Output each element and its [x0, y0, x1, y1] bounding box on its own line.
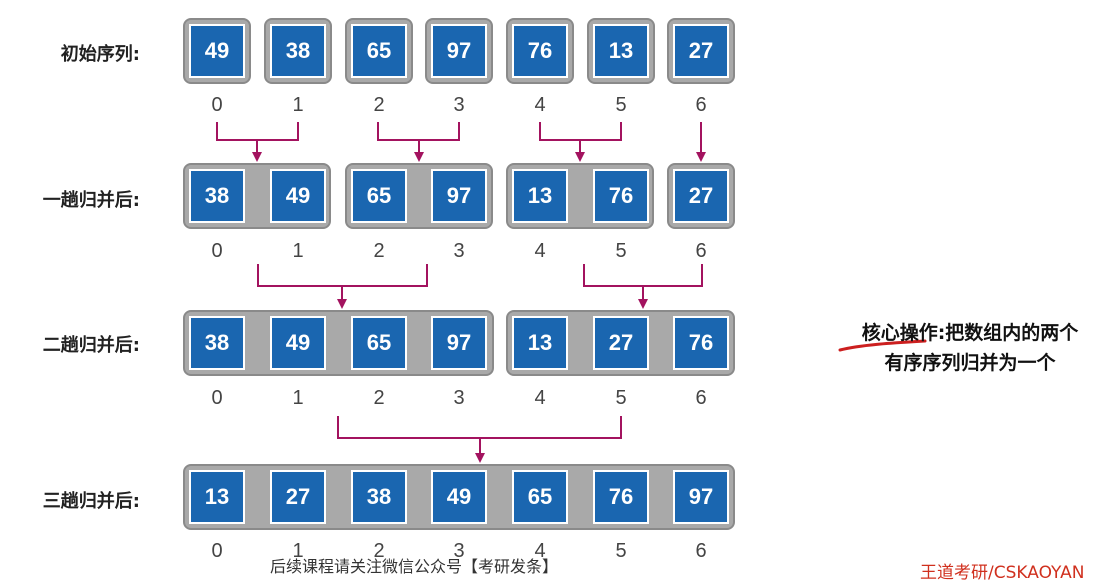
- group-initial-4: 76: [506, 18, 574, 84]
- cell-pass1-1: 49: [270, 169, 326, 223]
- index-label: 1: [292, 540, 304, 562]
- index-label: 0: [211, 540, 223, 562]
- index-label: 6: [695, 94, 707, 116]
- cell-pass2-5: 27: [593, 316, 649, 370]
- index-label: 0: [211, 387, 223, 409]
- cell-pass1-5: 76: [593, 169, 649, 223]
- group-initial-3: 97: [425, 18, 493, 84]
- cell-pass1-2: 65: [351, 169, 407, 223]
- group-initial-5: 13: [587, 18, 655, 84]
- group-initial-6: 27: [667, 18, 735, 84]
- cell-pass3-3: 49: [431, 470, 487, 524]
- index-label: 6: [695, 387, 707, 409]
- group-initial-0: 49: [183, 18, 251, 84]
- cell-initial-0: 49: [189, 24, 245, 78]
- index-label: 1: [292, 94, 304, 116]
- merge-bracket-0-3: [257, 264, 428, 287]
- merge-bracket-4-5: [539, 122, 622, 141]
- group-initial-2: 65: [345, 18, 413, 84]
- index-label: 0: [211, 94, 223, 116]
- merge-bracket-0-6: [337, 416, 622, 439]
- keyword-underline: [838, 339, 927, 352]
- row-label-pass2: 二趟归并后:: [42, 335, 140, 356]
- cell-pass3-4: 65: [512, 470, 568, 524]
- index-label: 6: [695, 240, 707, 262]
- cell-pass2-6: 76: [673, 316, 729, 370]
- index-label: 2: [373, 94, 385, 116]
- footer-wechat-note: 后续课程请关注微信公众号【考研发条】: [270, 557, 559, 576]
- index-label: 3: [453, 240, 465, 262]
- index-label: 6: [695, 540, 707, 562]
- index-label: 2: [373, 540, 385, 562]
- cell-pass3-6: 97: [673, 470, 729, 524]
- index-label: 4: [534, 387, 546, 409]
- index-label: 3: [453, 387, 465, 409]
- cell-pass1-0: 38: [189, 169, 245, 223]
- index-label: 3: [453, 540, 465, 562]
- row-label-initial: 初始序列:: [60, 44, 140, 65]
- row-label-pass3: 三趟归并后:: [42, 491, 140, 512]
- cell-initial-5: 13: [593, 24, 649, 78]
- footer-brand: 王道考研/CSKAOYAN: [920, 563, 1085, 583]
- cell-pass2-3: 97: [431, 316, 487, 370]
- index-label: 5: [615, 94, 627, 116]
- cell-initial-6: 27: [673, 24, 729, 78]
- note-line-1-rest: :把数组内的两个: [937, 322, 1079, 344]
- cell-pass1-3: 97: [431, 169, 487, 223]
- cell-initial-3: 97: [431, 24, 487, 78]
- cell-pass3-0: 13: [189, 470, 245, 524]
- merge-bracket-2-3: [377, 122, 460, 141]
- note-keyword: 核心操作: [861, 322, 938, 344]
- cell-pass3-1: 27: [270, 470, 326, 524]
- cell-pass3-5: 76: [593, 470, 649, 524]
- index-label: 4: [534, 240, 546, 262]
- cell-pass3-2: 38: [351, 470, 407, 524]
- cell-pass2-2: 65: [351, 316, 407, 370]
- merge-bracket-0-1: [216, 122, 299, 141]
- index-label: 5: [615, 387, 627, 409]
- group-initial-1: 38: [264, 18, 332, 84]
- index-label: 1: [292, 387, 304, 409]
- index-label: 2: [373, 387, 385, 409]
- index-label: 1: [292, 240, 304, 262]
- cell-initial-1: 38: [270, 24, 326, 78]
- cell-pass1-6: 27: [673, 169, 729, 223]
- cell-initial-2: 65: [351, 24, 407, 78]
- index-label: 3: [453, 94, 465, 116]
- note-line-2: 有序序列归并为一个: [884, 352, 1056, 374]
- cell-pass2-4: 13: [512, 316, 568, 370]
- row-label-pass1: 一趟归并后:: [42, 190, 140, 211]
- index-label: 2: [373, 240, 385, 262]
- cell-initial-4: 76: [512, 24, 568, 78]
- index-label: 0: [211, 240, 223, 262]
- cell-pass2-1: 49: [270, 316, 326, 370]
- index-label: 4: [534, 94, 546, 116]
- index-label: 5: [615, 540, 627, 562]
- index-label: 5: [615, 240, 627, 262]
- merge-bracket-4-6: [583, 264, 703, 287]
- cell-pass2-0: 38: [189, 316, 245, 370]
- cell-pass1-4: 13: [512, 169, 568, 223]
- note-line-1: 核心操作:把数组内的两个: [820, 318, 1120, 348]
- core-operation-note: 核心操作:把数组内的两个 有序序列归并为一个: [820, 318, 1120, 378]
- index-label: 4: [534, 540, 546, 562]
